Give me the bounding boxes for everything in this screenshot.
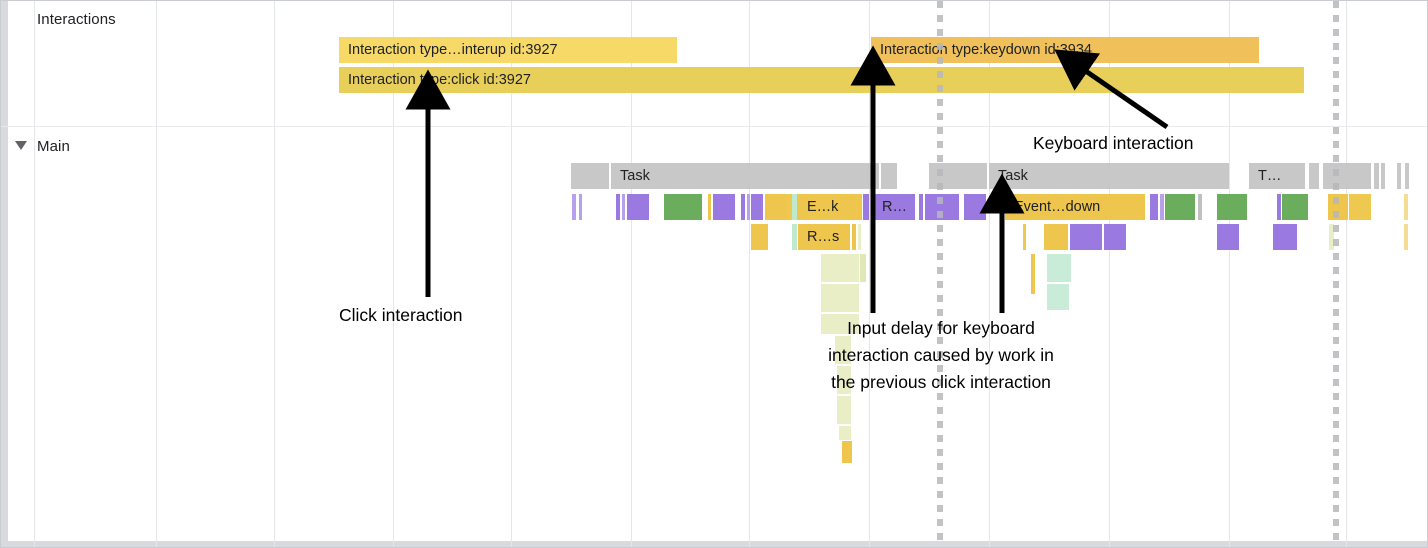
event-block[interactable] [664, 194, 702, 220]
event-block[interactable] [1404, 194, 1408, 220]
event-block[interactable] [751, 194, 763, 220]
event-block[interactable] [1044, 224, 1068, 250]
gridline [393, 1, 394, 547]
annotation-line: interaction caused by work in [828, 345, 1054, 366]
event-block[interactable] [858, 224, 861, 250]
event-block[interactable] [787, 194, 793, 220]
annotation-line: Input delay for keyboard [847, 318, 1035, 338]
event-block[interactable] [1198, 194, 1202, 220]
event-block[interactable] [616, 194, 620, 220]
stack-frame[interactable] [821, 254, 859, 282]
stack-frame[interactable] [1047, 284, 1069, 310]
event-block[interactable] [792, 224, 797, 250]
stack-frame[interactable] [839, 426, 851, 440]
event-block[interactable] [1217, 194, 1247, 220]
gridline [274, 1, 275, 547]
event-block[interactable] [1165, 194, 1195, 220]
event-block[interactable] [863, 194, 869, 220]
track-label-interactions[interactable]: Interactions [37, 11, 116, 28]
task-block[interactable] [875, 163, 879, 189]
task-block[interactable] [1374, 163, 1379, 189]
stack-frame[interactable] [1047, 254, 1071, 282]
event-block[interactable] [852, 224, 856, 250]
gridline [156, 1, 157, 547]
event-block[interactable] [792, 194, 797, 220]
gridline [1109, 1, 1110, 547]
dashed-time-marker [937, 1, 943, 541]
event-block[interactable] [627, 194, 649, 220]
gridline [1346, 1, 1347, 547]
stack-frame[interactable] [835, 336, 851, 364]
event-block[interactable] [751, 224, 768, 250]
gridline [869, 1, 870, 547]
gridline [749, 1, 750, 547]
event-block-labeled[interactable]: R… [873, 194, 915, 220]
event-block[interactable] [1273, 224, 1297, 250]
task-block[interactable] [881, 163, 897, 189]
event-block[interactable] [1104, 224, 1126, 250]
annotation-keyboard-interaction: Keyboard interaction [1033, 133, 1194, 153]
task-block[interactable] [1309, 163, 1319, 189]
event-block[interactable] [1282, 194, 1308, 220]
event-block[interactable] [622, 194, 625, 220]
stack-frame[interactable] [837, 366, 851, 394]
stack-frame[interactable] [860, 254, 866, 282]
event-block-labeled[interactable]: E…k [798, 194, 862, 220]
annotation-line: the previous click interaction [831, 372, 1051, 393]
stack-frame[interactable] [1031, 254, 1035, 294]
task-block[interactable] [1405, 163, 1409, 189]
event-block[interactable] [1349, 194, 1371, 220]
event-block[interactable] [1329, 224, 1334, 250]
bottom-rail [1, 541, 1427, 547]
task-block[interactable] [571, 163, 609, 189]
event-block[interactable] [1160, 194, 1164, 220]
event-block[interactable] [1150, 194, 1158, 220]
gridline [989, 1, 990, 547]
event-block[interactable] [713, 194, 735, 220]
task-block[interactable] [1381, 163, 1385, 189]
task-block-labeled[interactable]: Task [611, 163, 873, 189]
interaction-bar-pointerup[interactable]: Interaction type…interup id:3927 [339, 37, 677, 63]
event-block[interactable] [1023, 224, 1026, 250]
event-block[interactable] [1404, 224, 1408, 250]
annotation-input-delay: Input delay for keyboard interaction cau… [784, 315, 1098, 396]
track-divider [1, 126, 1427, 127]
event-block-labeled[interactable]: R…s [798, 224, 850, 250]
dashed-time-marker [1333, 1, 1339, 541]
event-block[interactable] [708, 194, 711, 220]
annotation-click-interaction: Click interaction [339, 305, 463, 325]
stack-frame[interactable] [821, 314, 859, 334]
arrow-keyboard-interaction [1054, 49, 1169, 130]
gridline [1229, 1, 1230, 547]
event-block[interactable] [747, 194, 750, 220]
collapse-triangle-icon[interactable] [15, 141, 27, 150]
stack-frame[interactable] [842, 441, 852, 463]
event-block[interactable] [1070, 224, 1102, 250]
event-block[interactable] [1217, 224, 1239, 250]
stack-frame[interactable] [821, 284, 859, 312]
event-block[interactable] [1277, 194, 1281, 220]
event-block[interactable] [579, 194, 582, 220]
gridline [511, 1, 512, 547]
task-block-labeled[interactable]: Task [989, 163, 1229, 189]
event-block[interactable] [741, 194, 745, 220]
task-block-labeled[interactable]: T… [1249, 163, 1305, 189]
event-block[interactable] [572, 194, 576, 220]
task-block[interactable] [1323, 163, 1371, 189]
left-rail [1, 1, 8, 547]
event-block[interactable] [919, 194, 923, 220]
track-label-main[interactable]: Main [37, 138, 70, 155]
stack-frame[interactable] [837, 396, 851, 424]
event-block-labeled[interactable]: Event…down [1005, 194, 1145, 220]
task-block[interactable] [1397, 163, 1401, 189]
gridline [631, 1, 632, 547]
gridline [34, 1, 35, 547]
